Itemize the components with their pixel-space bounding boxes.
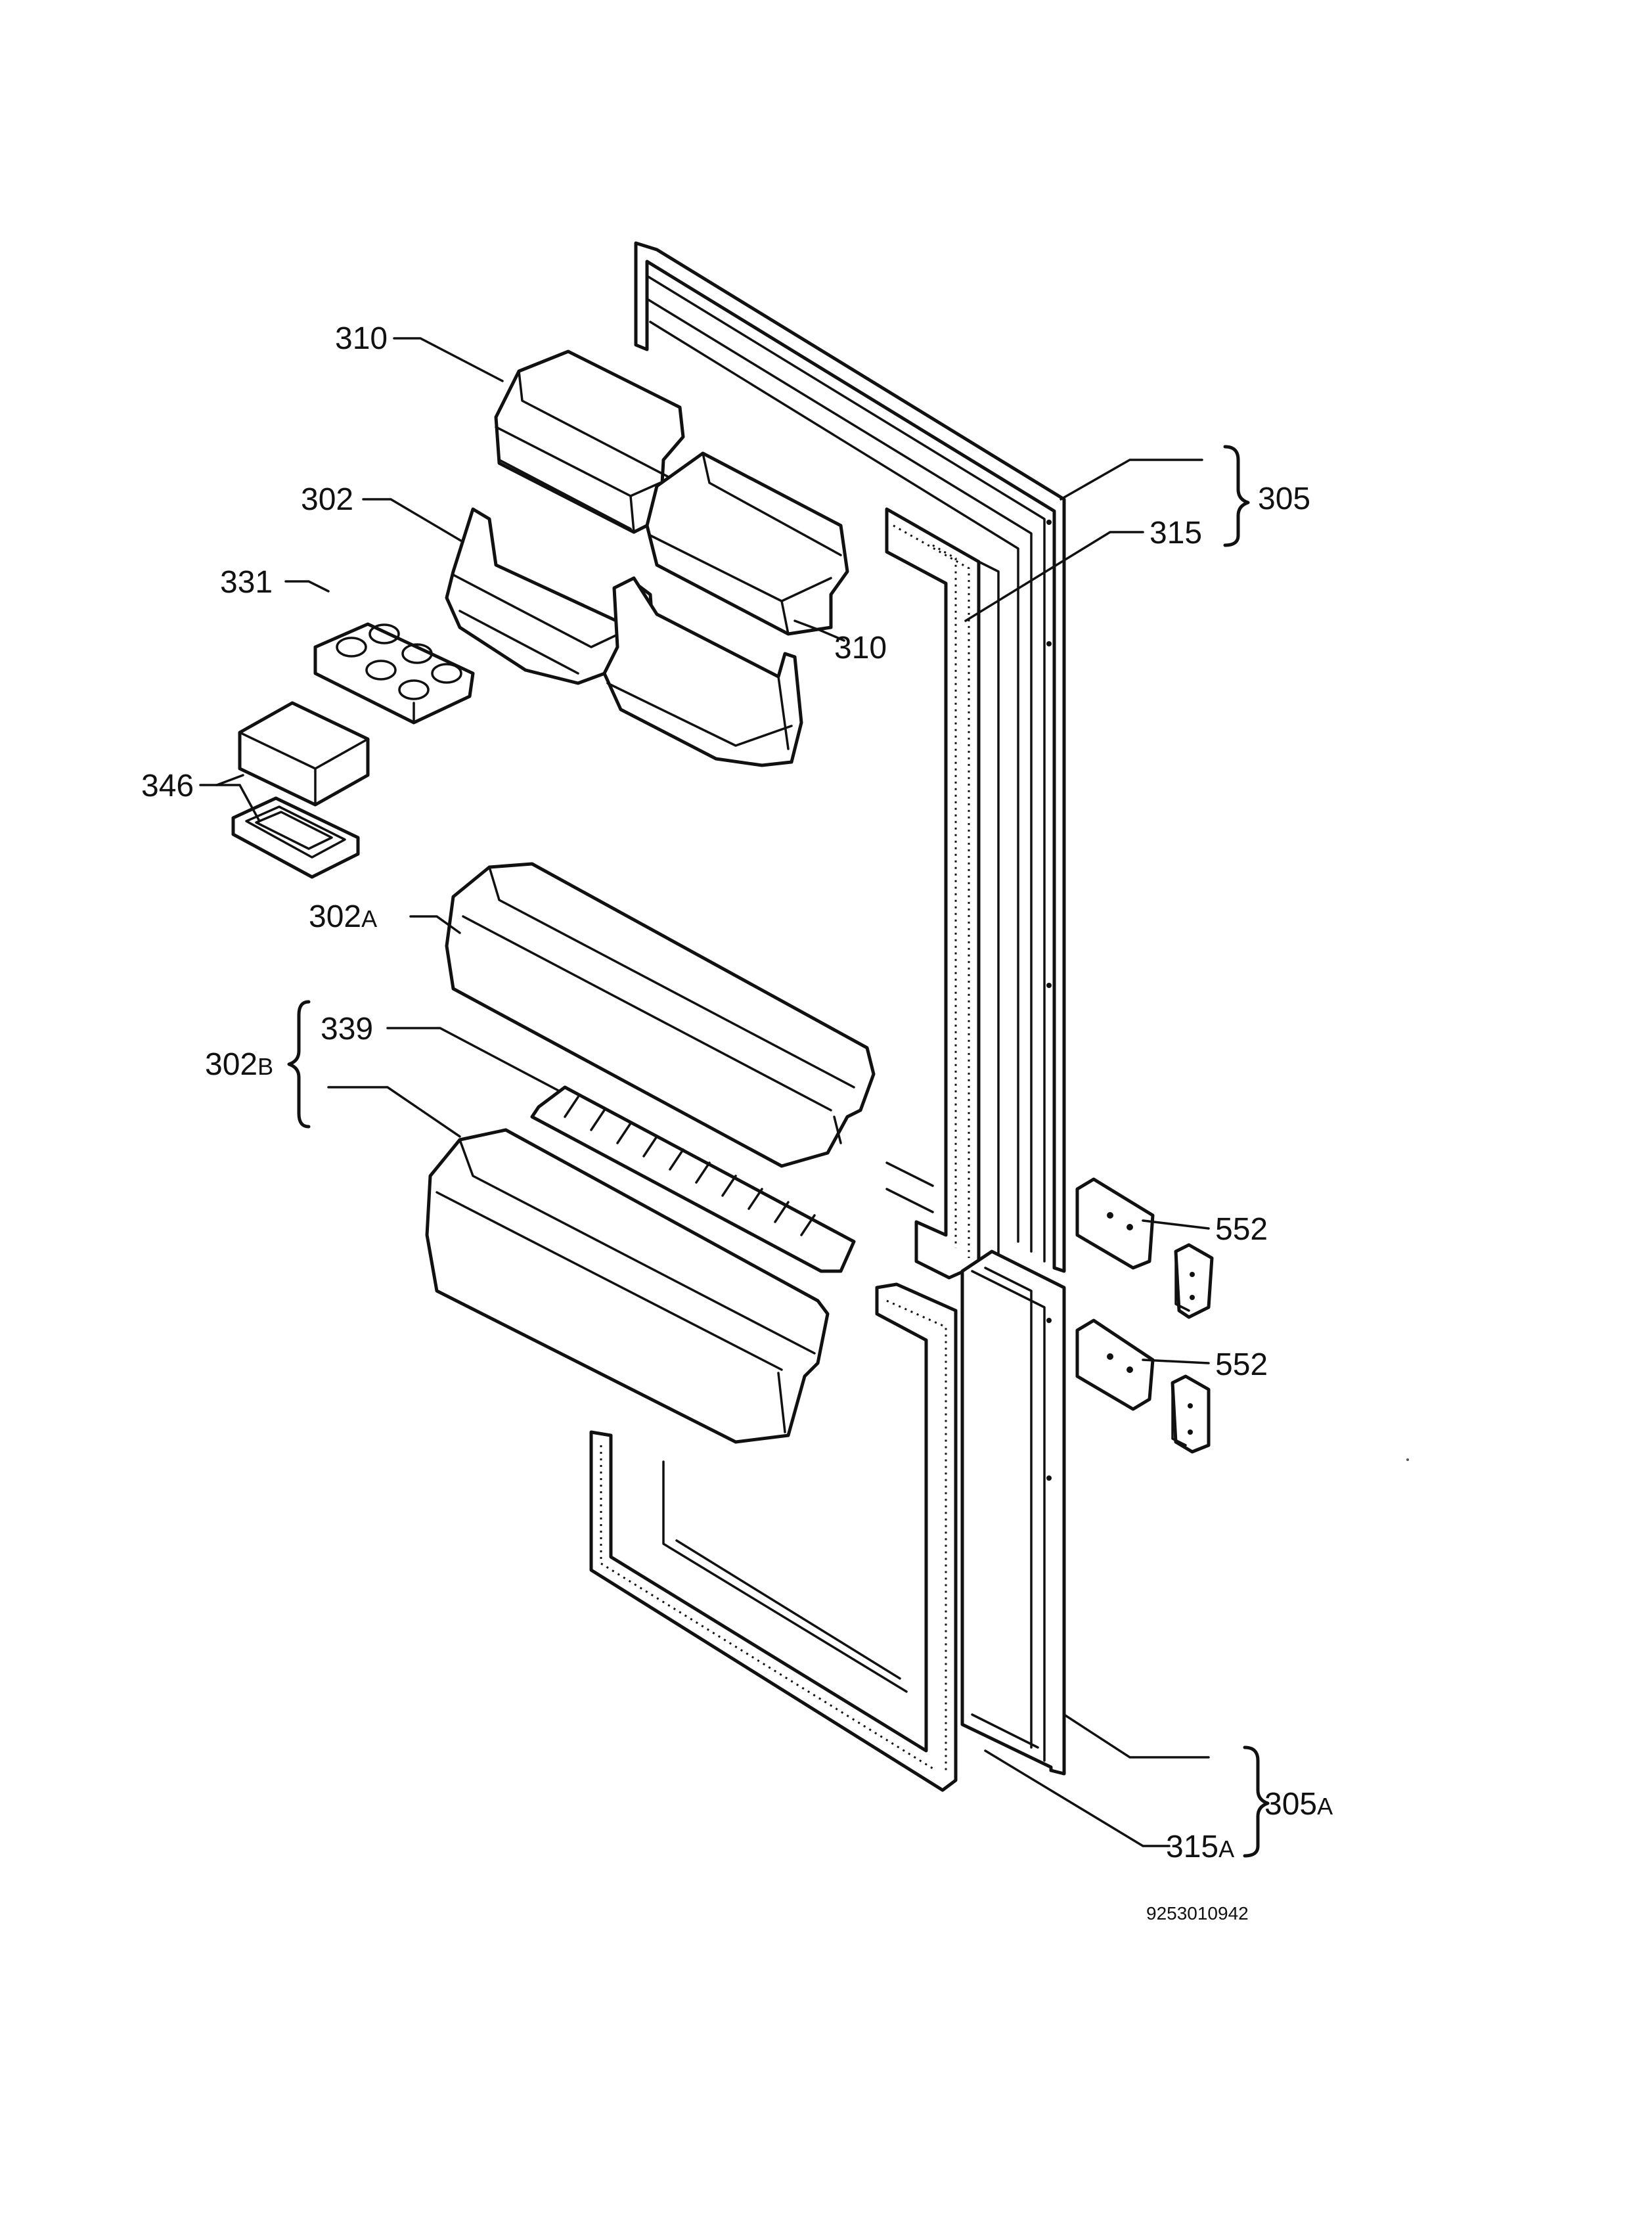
callout-labels: 310 302 331 346 302A 302B 339 310 305 31… [141, 321, 1333, 1923]
hinge-bracket-552-top [1174, 1243, 1214, 1319]
shelf-302a [445, 862, 876, 1168]
bottle-rack-339 [530, 1085, 856, 1273]
label-315a: 315A [1166, 1830, 1234, 1864]
label-346: 346 [141, 769, 194, 803]
label-302a: 302A [309, 899, 377, 934]
shelf-302-left [445, 507, 656, 685]
upper-door-gasket [885, 507, 1000, 1280]
hinge-bracket-552-bottom [1171, 1374, 1211, 1454]
brace-305 [1223, 445, 1250, 547]
label-305a: 305A [1264, 1787, 1333, 1822]
label-552-bottom: 552 [1215, 1347, 1268, 1382]
butter-box-346 [238, 701, 370, 807]
label-302b: 302B [205, 1047, 273, 1082]
label-552-top: 552 [1215, 1212, 1268, 1247]
shelf-302-right [602, 576, 803, 767]
hinge-plate-552-top [1075, 1177, 1155, 1270]
lower-door-gasket [589, 1282, 958, 1792]
brace-302b [287, 1000, 311, 1129]
label-331: 331 [220, 565, 273, 600]
shelf-302b [425, 1128, 830, 1444]
egg-tray-331 [313, 622, 475, 725]
label-310-right: 310 [834, 631, 887, 665]
butter-lid-346 [231, 796, 360, 879]
label-315: 315 [1150, 516, 1202, 551]
brace-305a [1243, 1745, 1270, 1858]
label-310-top: 310 [335, 321, 388, 356]
drawing-code: 9253010942 [1146, 1903, 1249, 1923]
leader-lines [199, 337, 1210, 1847]
stray-mark [1406, 1458, 1409, 1461]
label-302: 302 [301, 482, 353, 517]
label-339: 339 [321, 1012, 373, 1046]
cover-310-right [645, 451, 849, 636]
label-305: 305 [1258, 482, 1310, 516]
lower-door-panel [960, 1249, 1066, 1776]
upper-door-panel [634, 241, 1066, 1273]
hinge-plate-552-bottom [1075, 1318, 1155, 1411]
